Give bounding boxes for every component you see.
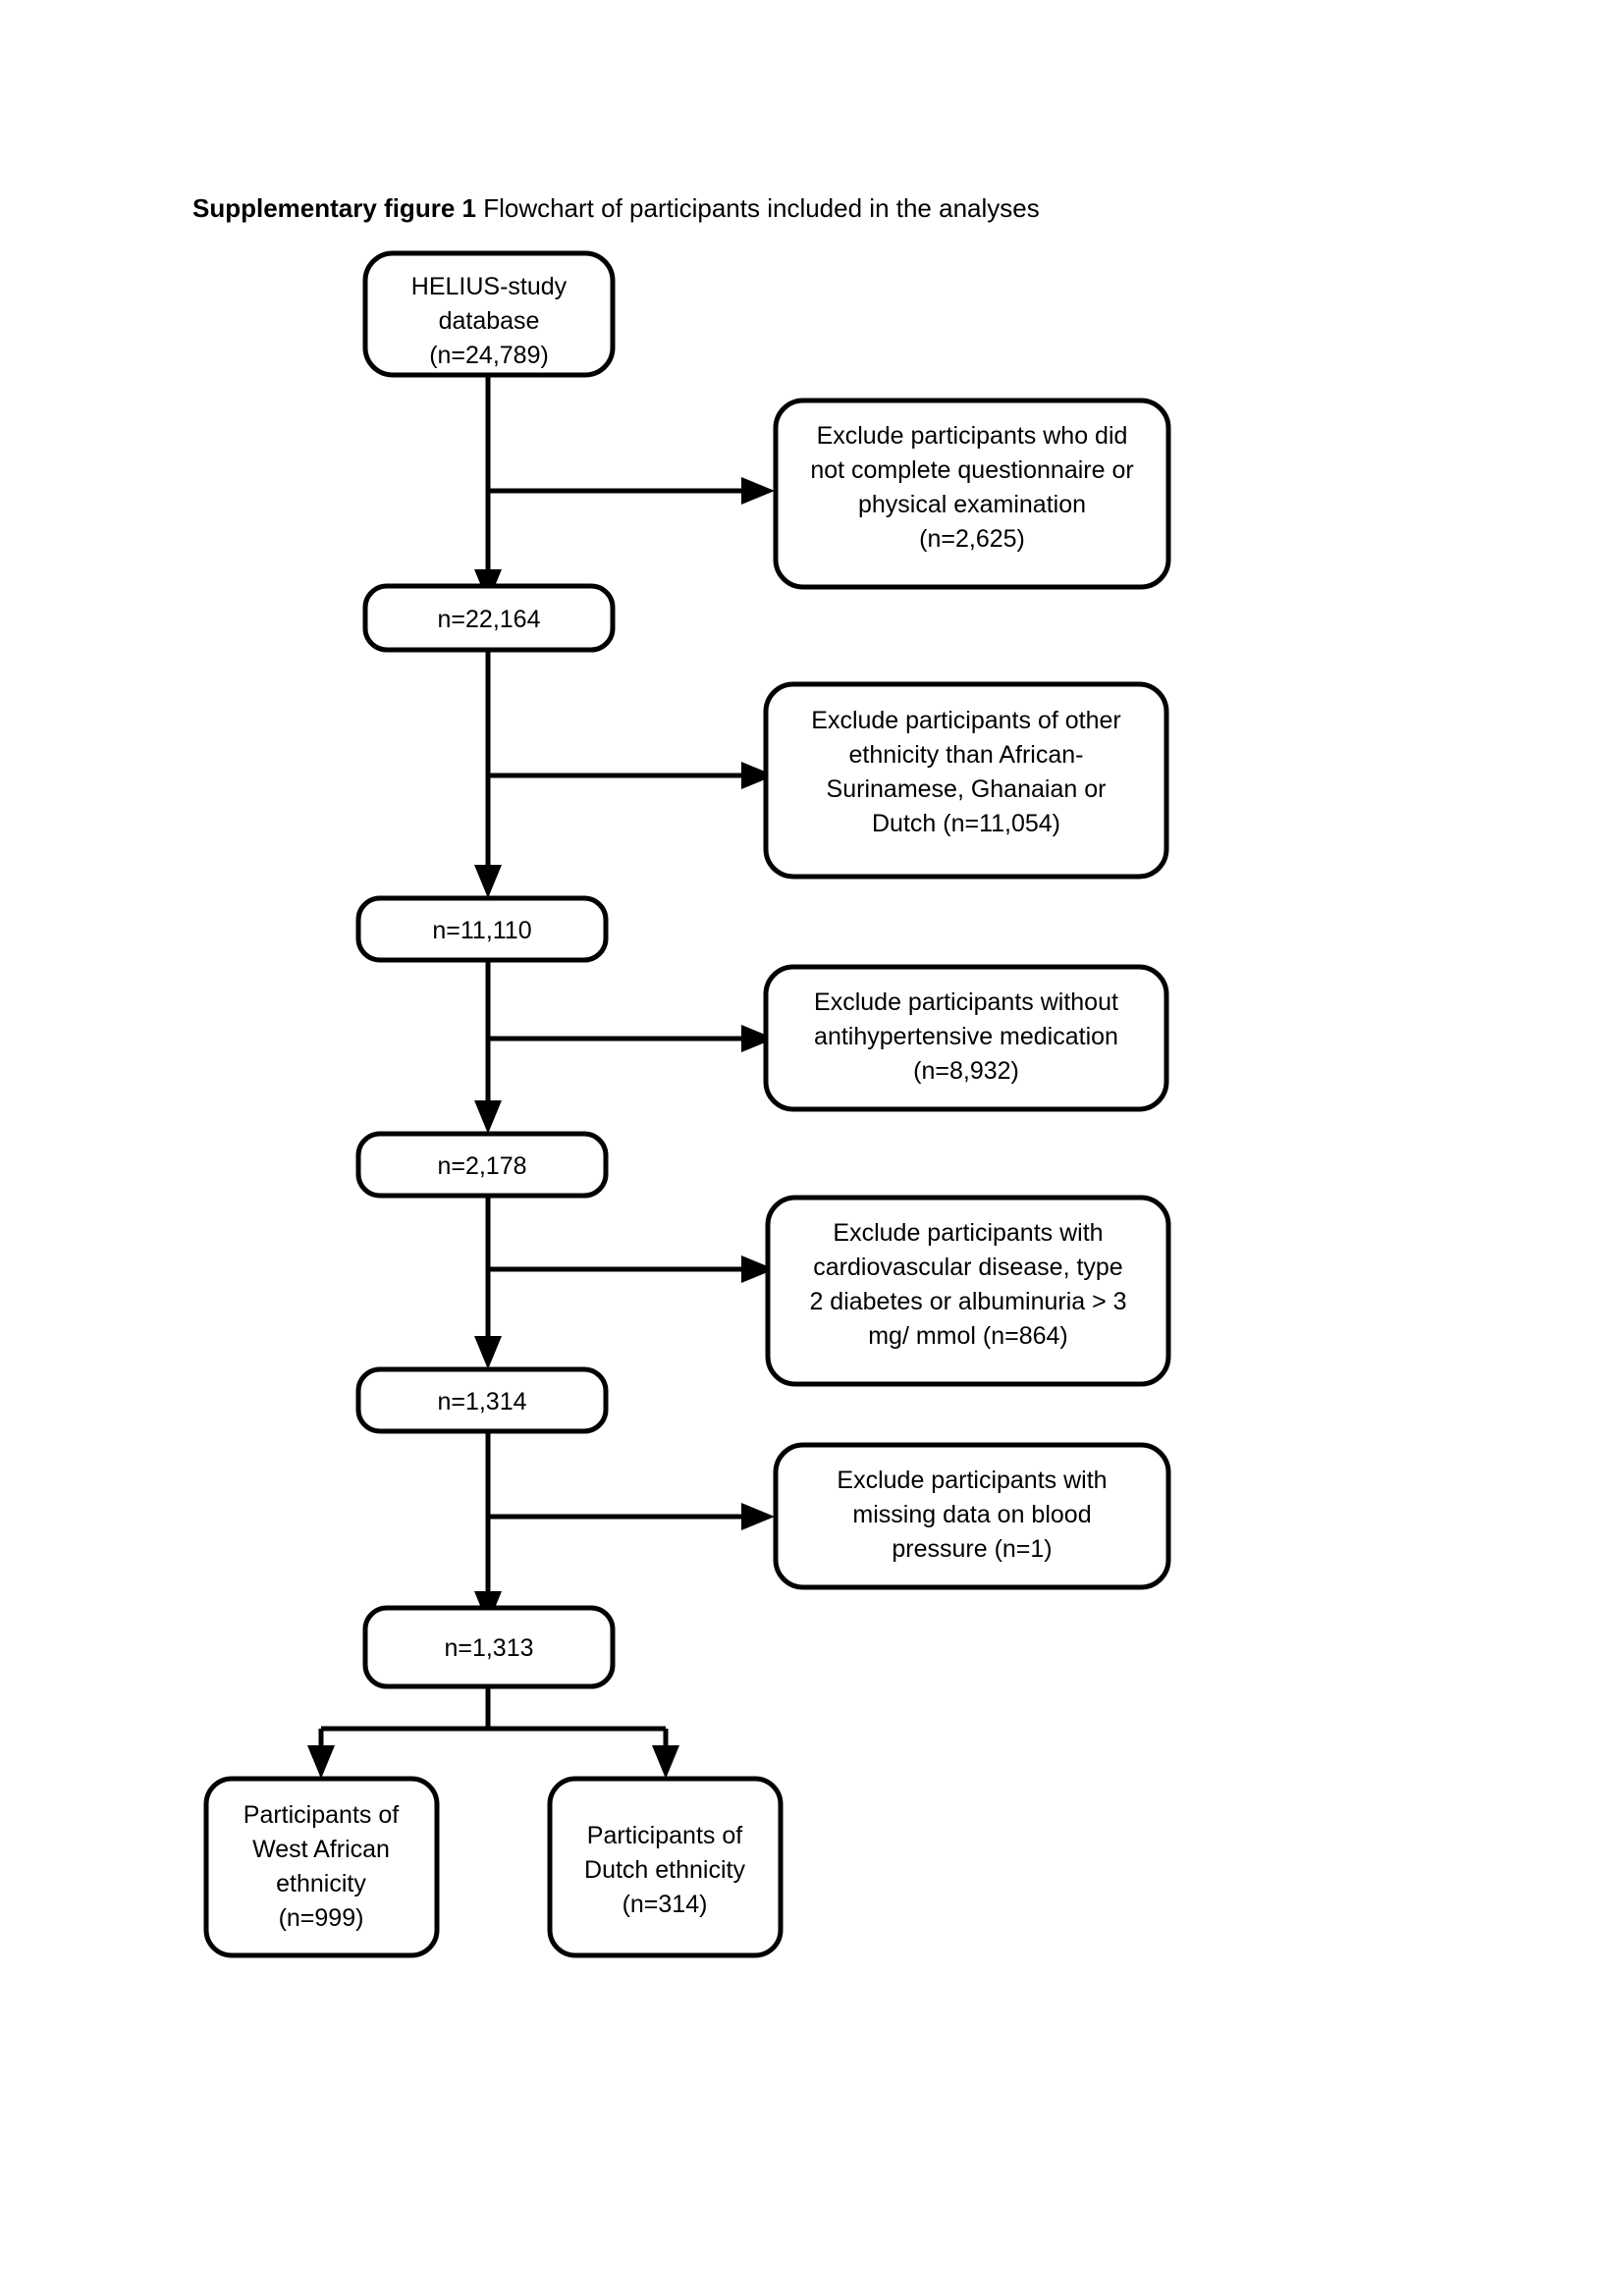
node-outcome-wa-line-1: Participants of (244, 1801, 399, 1829)
arrowhead-step1-to-step2 (474, 865, 502, 898)
node-excl1-line-2: not complete questionnaire or (810, 456, 1133, 484)
arrowhead-step2-to-step3 (474, 1100, 502, 1134)
arrowhead-source-to-excl1 (741, 477, 775, 505)
figure-title-label: Supplementary figure 1 (192, 193, 476, 223)
arrowhead-step3-to-excl4 (741, 1255, 775, 1283)
node-cohort-22164: n=22,164 (362, 583, 616, 653)
node-excl1-line-3: physical examination (858, 491, 1086, 518)
node-excl5-line-2: missing data on blood (852, 1501, 1091, 1528)
node-step4-line-1: n=1,314 (437, 1388, 526, 1415)
node-excl4-line-3: 2 diabetes or albuminuria > 3 (809, 1288, 1126, 1315)
node-excl4-line-4: mg/ mmol (n=864) (868, 1322, 1068, 1350)
connector-layer (307, 375, 775, 1779)
node-cohort-22164-box (362, 583, 616, 653)
node-source-line-1: HELIUS-study (411, 273, 568, 300)
node-excl2-line-2: ethnicity than African- (848, 741, 1083, 769)
arrowhead-step5-to-outcome-dutch (652, 1745, 679, 1779)
node-source-line-2: database (439, 307, 540, 335)
node-exclusion-ethnicity-box (763, 681, 1169, 880)
node-cohort-2178-box (355, 1131, 609, 1199)
arrowhead-step4-to-excl5 (741, 1503, 775, 1530)
node-source-database: HELIUS-study database (n=24,789) (362, 250, 616, 378)
node-excl3-line-1: Exclude participants without (814, 988, 1118, 1016)
connector-step5-split (318, 1686, 669, 1757)
node-excl5-line-3: pressure (n=1) (892, 1535, 1052, 1563)
node-excl2-line-3: Surinamese, Ghanaian or (827, 775, 1107, 803)
node-excl4-line-2: cardiovascular disease, type (813, 1254, 1122, 1281)
node-outcome-west-african-box (203, 1776, 440, 1958)
node-excl3-line-2: antihypertensive medication (814, 1023, 1118, 1050)
node-outcome-dutch-box (547, 1776, 784, 1958)
node-cohort-11110-box (355, 895, 609, 963)
node-step2-line-1: n=11,110 (432, 917, 531, 944)
node-step3-line-1: n=2,178 (437, 1152, 526, 1180)
node-exclusion-medication-box (763, 964, 1169, 1112)
node-outcome-du-line-1: Participants of (587, 1822, 742, 1849)
node-excl2-line-1: Exclude participants of other (811, 707, 1120, 734)
node-exclusion-missing-bp-box (773, 1442, 1171, 1590)
node-step5-line-1: n=1,313 (444, 1634, 533, 1662)
node-cohort-2178: n=2,178 (355, 1131, 609, 1199)
node-exclusion-missing-bp: Exclude participants with missing data o… (773, 1442, 1171, 1590)
node-source-line-3: (n=24,789) (429, 342, 549, 369)
node-excl4-line-1: Exclude participants with (833, 1219, 1103, 1247)
node-outcome-wa-line-4: (n=999) (279, 1904, 364, 1932)
node-outcome-du-line-3: (n=314) (623, 1891, 708, 1918)
figure-title-caption: Flowchart of participants included in th… (483, 193, 1040, 223)
node-exclusion-questionnaire: Exclude participants who did not complet… (773, 398, 1171, 590)
node-exclusion-ethnicity: Exclude participants of other ethnicity … (763, 681, 1169, 880)
node-exclusion-comorbidity-box (765, 1195, 1171, 1387)
arrowhead-step1-to-excl2 (741, 762, 775, 789)
node-cohort-1314-box (355, 1366, 609, 1434)
node-exclusion-medication: Exclude participants without antihyperte… (763, 964, 1169, 1112)
arrowhead-step2-to-excl3 (741, 1025, 775, 1052)
node-cohort-1313: n=1,313 (362, 1605, 616, 1689)
node-cohort-1314: n=1,314 (355, 1366, 609, 1434)
arrowhead-step3-to-step4 (474, 1336, 502, 1369)
node-source-database-box (362, 250, 616, 378)
node-outcome-wa-line-2: West African (252, 1836, 390, 1863)
figure-title: Supplementary figure 1 Flowchart of part… (192, 192, 1040, 224)
node-outcome-west-african: Participants of West African ethnicity (… (203, 1776, 440, 1958)
node-cohort-1313-box (362, 1605, 616, 1689)
node-exclusion-comorbidity: Exclude participants with cardiovascular… (765, 1195, 1171, 1387)
node-exclusion-questionnaire-box (773, 398, 1171, 590)
node-outcome-wa-line-3: ethnicity (276, 1870, 366, 1897)
arrowhead-step5-to-outcome-west-african (307, 1745, 335, 1779)
node-excl1-line-4: (n=2,625) (919, 525, 1025, 553)
node-excl2-line-4: Dutch (n=11,054) (872, 810, 1060, 837)
node-excl3-line-3: (n=8,932) (913, 1057, 1019, 1085)
node-cohort-11110: n=11,110 (355, 895, 609, 963)
node-step1-line-1: n=22,164 (438, 606, 541, 633)
node-outcome-dutch: Participants of Dutch ethnicity (n=314) (547, 1776, 784, 1958)
node-excl5-line-1: Exclude participants with (837, 1467, 1107, 1494)
node-outcome-du-line-2: Dutch ethnicity (584, 1856, 745, 1884)
node-excl1-line-1: Exclude participants who did (817, 422, 1128, 450)
